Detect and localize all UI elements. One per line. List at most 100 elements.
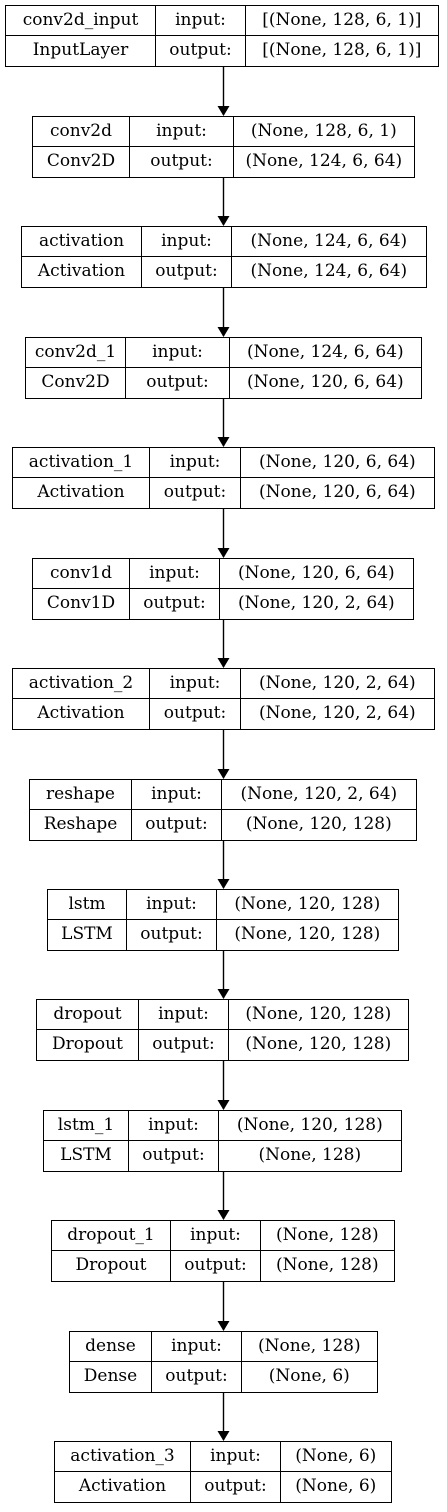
layer-type: Activation	[22, 256, 142, 287]
layer-type: Reshape	[30, 809, 132, 840]
input-shape: (None, 128, 6, 1)	[234, 117, 414, 147]
input-label: input:	[191, 1442, 281, 1472]
output-label: output:	[150, 477, 241, 508]
layer-type: Dropout	[37, 1029, 139, 1060]
output-shape: (None, 124, 6, 64)	[245, 151, 403, 172]
layer-name: dropout_1	[52, 1221, 171, 1251]
input-shape: (None, 120, 128)	[229, 1000, 408, 1030]
output-label: output:	[127, 919, 217, 950]
layer-type: Activation	[13, 698, 150, 729]
output-label: output:	[150, 698, 241, 729]
input-shape: (None, 120, 128)	[217, 890, 398, 920]
input-label: input:	[171, 1221, 261, 1251]
output-shape: (None, 120, 2, 64)	[237, 593, 395, 614]
layer-name: conv2d_input	[6, 6, 156, 36]
output-shape: (None, 120, 6, 64)	[258, 482, 416, 503]
output-label: output:	[139, 1029, 229, 1060]
layer-name: dense	[70, 1332, 152, 1362]
layer-type: Conv2D	[33, 146, 130, 177]
layer-type: Dense	[70, 1361, 152, 1392]
layer-name: conv2d_1	[26, 338, 126, 368]
layer-name: lstm	[48, 890, 127, 920]
output-shape: (None, 120, 128)	[234, 924, 381, 945]
layer-type: Conv1D	[33, 588, 130, 619]
layer-name: reshape	[30, 780, 132, 810]
layer-name: activation_3	[55, 1442, 191, 1472]
layer-name: activation	[22, 227, 142, 257]
output-shape: (None, 128)	[275, 1255, 379, 1276]
input-shape: (None, 128)	[242, 1332, 377, 1362]
input-shape: (None, 120, 6, 64)	[220, 559, 413, 589]
output-label: output:	[142, 256, 232, 287]
layer-type: Conv2D	[26, 367, 126, 398]
input-label: input:	[130, 559, 220, 589]
input-shape: (None, 124, 6, 64)	[232, 227, 426, 257]
input-label: input:	[150, 448, 241, 478]
layer-name: conv2d	[33, 117, 130, 147]
layer-name: conv1d	[33, 559, 130, 589]
output-label: output:	[171, 1250, 261, 1281]
input-label: input:	[130, 117, 234, 147]
input-label: input:	[132, 780, 222, 810]
layer-name: dropout	[37, 1000, 139, 1030]
input-shape: (None, 6)	[281, 1442, 391, 1472]
output-shape: (None, 120, 128)	[245, 1034, 392, 1055]
output-label: output:	[129, 1140, 219, 1171]
layer-type: Activation	[55, 1471, 191, 1502]
output-label: output:	[132, 809, 222, 840]
output-shape: (None, 6)	[268, 1366, 350, 1387]
input-label: input:	[150, 669, 241, 699]
input-shape: (None, 120, 2, 64)	[222, 780, 416, 810]
input-shape: (None, 120, 128)	[219, 1111, 401, 1141]
input-shape: (None, 120, 6, 64)	[241, 448, 434, 478]
output-shape: (None, 120, 128)	[245, 814, 392, 835]
output-shape: (None, 128)	[258, 1145, 362, 1166]
layer-name: lstm_1	[44, 1111, 129, 1141]
output-label: output:	[156, 35, 246, 66]
input-label: input:	[156, 6, 246, 36]
input-shape: (None, 120, 2, 64)	[241, 669, 434, 699]
output-shape: (None, 124, 6, 64)	[250, 261, 408, 282]
output-label: output:	[130, 146, 234, 177]
input-shape: [(None, 128, 6, 1)]	[246, 6, 438, 36]
output-label: output:	[152, 1361, 242, 1392]
input-label: input:	[129, 1111, 219, 1141]
output-shape: (None, 120, 6, 64)	[246, 372, 404, 393]
output-label: output:	[126, 367, 230, 398]
output-shape: (None, 6)	[295, 1476, 377, 1497]
input-shape: (None, 128)	[261, 1221, 394, 1251]
input-label: input:	[139, 1000, 229, 1030]
output-shape: [(None, 128, 6, 1)]	[262, 40, 422, 61]
input-label: input:	[142, 227, 232, 257]
input-label: input:	[152, 1332, 242, 1362]
layer-name: activation_1	[13, 448, 150, 478]
layer-type: InputLayer	[6, 35, 156, 66]
output-label: output:	[191, 1471, 281, 1502]
input-label: input:	[126, 338, 230, 368]
layer-type: LSTM	[44, 1140, 129, 1171]
layer-type: Dropout	[52, 1250, 171, 1281]
output-label: output:	[130, 588, 220, 619]
layer-name: activation_2	[13, 669, 150, 699]
layer-type: LSTM	[48, 919, 127, 950]
layer-type: Activation	[13, 477, 150, 508]
output-shape: (None, 120, 2, 64)	[258, 703, 416, 724]
input-label: input:	[127, 890, 217, 920]
input-shape: (None, 124, 6, 64)	[230, 338, 421, 368]
